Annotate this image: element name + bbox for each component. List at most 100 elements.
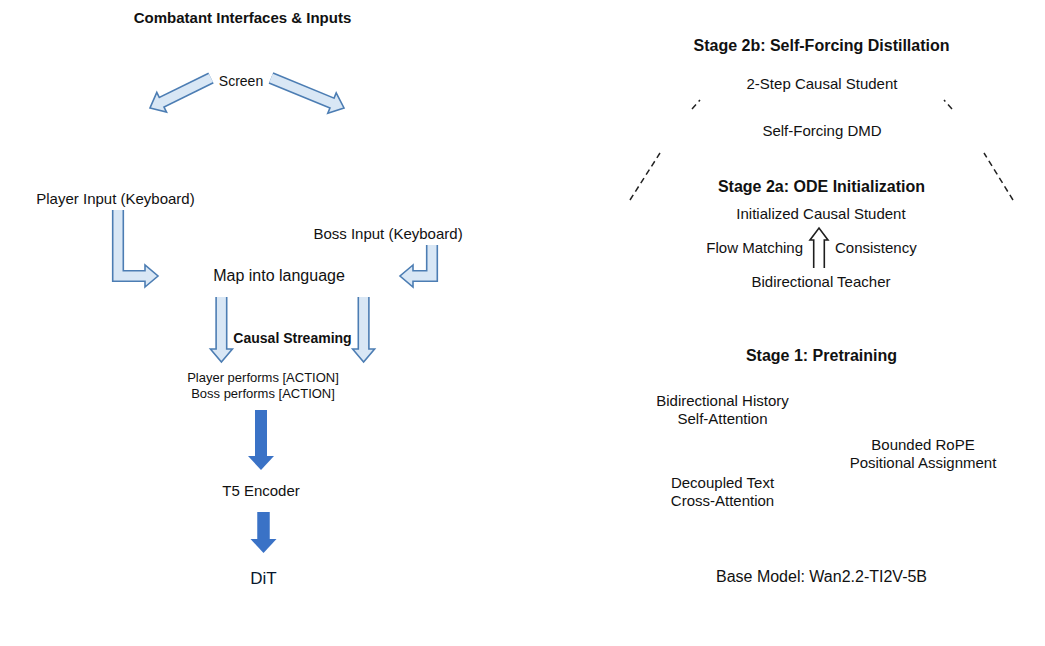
boss-character (338, 156, 362, 161)
region-panel-outline (5, 320, 540, 642)
node-label: Boss performs [ACTION] (191, 386, 335, 402)
process-box: Initialized Causal Student (628, 200, 1014, 228)
base-model-box: Base Model: Wan2.2-TI2V-5B (615, 555, 1028, 598)
encoder-box: T5 Encoder (186, 470, 336, 512)
node-label: Initialized Causal Student (736, 205, 905, 223)
output-frames (385, 355, 500, 417)
output-frames (385, 485, 500, 547)
process-box: Map into language (158, 255, 400, 297)
dashed-bracket (984, 153, 1013, 200)
player-character (64, 152, 74, 154)
module-box: Bidirectional History Self-Attention (625, 376, 820, 444)
model-logo (972, 567, 994, 587)
node-label: Bidirectional Teacher (752, 273, 891, 291)
flow-arrow (128, 574, 148, 586)
monitor-icon (230, 68, 254, 71)
input-frames (25, 355, 125, 417)
model-logo (970, 563, 996, 589)
player-character (108, 128, 116, 146)
connector-body (410, 245, 432, 276)
node-label: Map into language (213, 266, 345, 285)
dashed-bracket (944, 100, 952, 109)
node-label: T5 Encoder (222, 482, 300, 500)
connector-outline (255, 410, 267, 456)
node-label: Bounded RoPE Positional Assignment (841, 436, 1006, 472)
monitor-icon (218, 30, 266, 62)
boss-character (355, 129, 359, 133)
module-box: Bounded RoPE Positional Assignment (828, 376, 1018, 532)
connector-arrow (150, 78, 211, 112)
node-label: Screen (219, 73, 263, 90)
connector-body (255, 410, 267, 457)
node-label: Bidirectional History Self-Attention (640, 392, 805, 428)
arrowhead (248, 456, 274, 470)
node-label: 2-Step Causal Student (747, 75, 898, 93)
stage-box: Stage 1: PretrainingBidirectional Histor… (615, 338, 1028, 543)
boss-character (342, 137, 358, 147)
input-frames (25, 355, 125, 547)
stage-box: Stage 2a: ODE InitializationInitialized … (615, 171, 1028, 301)
output-frames (385, 555, 500, 617)
process-box: 2-Step Causal Student (700, 68, 944, 100)
module-box: Decoupled Text Cross-Attention (625, 452, 820, 532)
region-title: Stage 2b: Self-Forcing Distillation (693, 36, 949, 55)
flow-arrow (148, 566, 162, 594)
output-frames (385, 355, 500, 617)
region-panel: Combatant Interfaces & InputsScreenPlaye… (5, 3, 540, 317)
noise-frame (25, 555, 125, 617)
connector-arrow (248, 410, 274, 470)
connector-arrow (400, 245, 432, 287)
player-character (101, 129, 105, 133)
connector-body (159, 78, 211, 103)
region-title: Stage 2a: ODE Initialization (718, 177, 925, 196)
boss-character (358, 96, 373, 122)
player-character (81, 113, 113, 128)
dashed-bracket (630, 100, 1013, 200)
player-character (89, 129, 93, 133)
gamepad-icon (150, 150, 204, 177)
node-label: Decoupled Text Cross-Attention (653, 474, 793, 510)
connector-body (118, 210, 148, 276)
connector-arrow (271, 78, 344, 113)
region-outline (556, 306, 1045, 642)
node-label: Base Model: Wan2.2-TI2V-5B (716, 567, 927, 586)
progress-arrow (559, 10, 603, 605)
connector-outline (258, 512, 270, 539)
gamepad-icon (189, 163, 203, 177)
trapezoid-box: Self-Forcing DMD (660, 109, 984, 153)
gamepad-icon (186, 163, 190, 167)
connector-body (258, 512, 270, 540)
keyboard-icon (398, 150, 462, 168)
boss-character (367, 130, 374, 140)
arrow-label: Consistency (835, 239, 917, 257)
player-character (70, 140, 128, 186)
boss-input: Boss Input (Keyboard) (282, 108, 494, 245)
prompt-box: Player performs [ACTION]Boss performs [A… (148, 362, 378, 410)
node-label: Boss Input (Keyboard) (313, 225, 462, 243)
boss-character (334, 148, 366, 182)
region-outline (556, 4, 1045, 642)
player-character (88, 148, 108, 154)
progress-arrow (571, 40, 591, 605)
input-frames (25, 420, 125, 482)
gamepad-icon (151, 163, 165, 177)
gamepad-icon (162, 157, 168, 163)
region-outline (556, 4, 1045, 302)
player-character (62, 150, 68, 186)
connector-arrow (210, 297, 232, 362)
dashed-bracket (630, 153, 660, 200)
boss-character (326, 130, 333, 140)
flow-arrow (128, 566, 383, 594)
connector-body (359, 297, 368, 352)
trapezoid-shape (660, 109, 984, 153)
region-title: Combatant Interfaces & Inputs (134, 9, 352, 27)
mouse-icon (412, 181, 436, 213)
region-panel: Causal StreamingPlayer performs [ACTION]… (5, 320, 540, 642)
model-box: DiT (165, 553, 362, 605)
boss-character (318, 96, 382, 186)
node-label: DiT (250, 569, 276, 589)
feedback-arrow (300, 45, 530, 612)
connector-arrow (810, 228, 828, 268)
player-character (84, 142, 112, 178)
